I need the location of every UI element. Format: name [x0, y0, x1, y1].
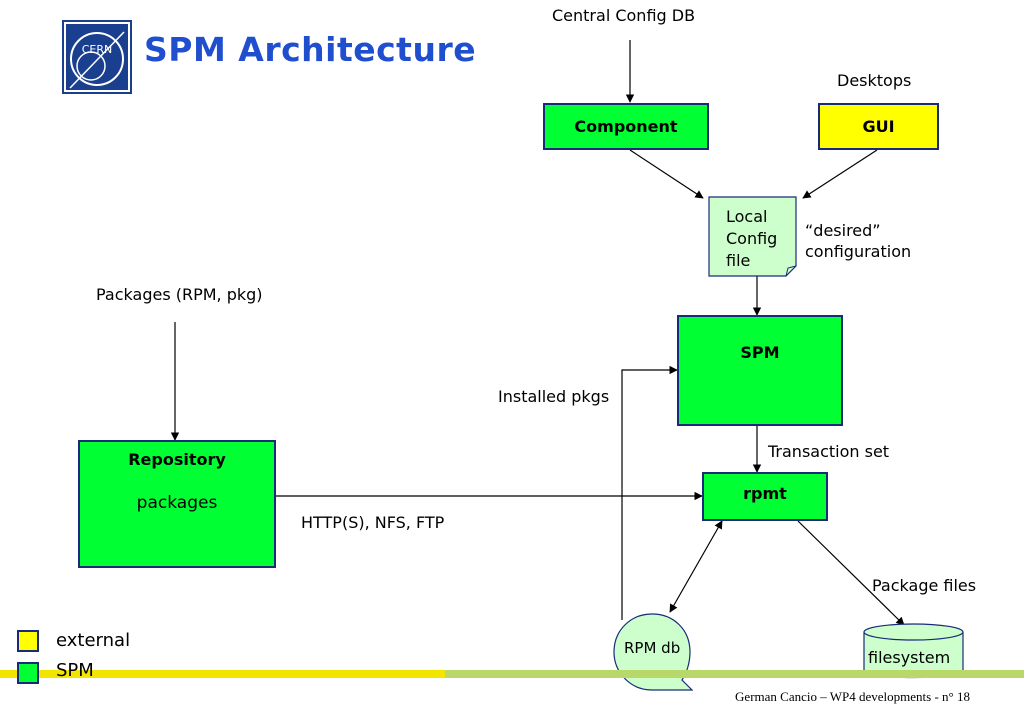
gui-label: GUI — [862, 117, 895, 136]
repository-box: Repository packages — [78, 440, 276, 568]
spm-box: SPM — [677, 315, 843, 426]
rpm-db-label: RPM db — [624, 639, 681, 657]
legend-swatch-external — [17, 630, 39, 652]
repository-sub-label: packages — [136, 493, 218, 513]
legend-label-spm: SPM — [56, 660, 94, 681]
rpmt-box: rpmt — [702, 472, 828, 521]
arrow-rpmt-rpmdb — [669, 520, 723, 613]
gui-box: GUI — [818, 103, 939, 150]
page-title: SPM Architecture — [144, 30, 477, 69]
spm-label: SPM — [740, 343, 780, 362]
desired-line1: “desired” — [805, 221, 881, 240]
footer-bar-yellow — [0, 670, 445, 678]
legend-swatch-spm — [17, 662, 39, 684]
installed-pkgs-label: Installed pkgs — [498, 387, 610, 406]
logo-text: CERN — [82, 43, 113, 56]
filesystem-label: filesystem — [868, 648, 951, 667]
package-files-label: Package files — [872, 576, 977, 595]
rpmt-label: rpmt — [743, 484, 787, 503]
local-config-line3: file — [726, 251, 751, 270]
cern-logo: CERN — [62, 20, 132, 94]
transaction-set-label: Transaction set — [768, 442, 890, 461]
local-config-line1: Local — [726, 207, 768, 226]
desired-line2: configuration — [805, 242, 912, 261]
desktops-label: Desktops — [837, 71, 912, 90]
desired-configuration-label: “desired” configuration — [805, 220, 911, 262]
component-box: Component — [543, 103, 709, 150]
repository-label: Repository — [128, 450, 226, 469]
local-config-line2: Config — [726, 229, 778, 248]
legend-label-external: external — [56, 630, 131, 651]
packages-source-label: Packages (RPM, pkg) — [96, 285, 263, 304]
footer-text: German Cancio – WP4 developments - n° 18 — [735, 689, 970, 704]
component-label: Component — [574, 117, 678, 136]
local-config-note — [708, 196, 797, 277]
footer-bar-green — [445, 670, 1024, 678]
arrow-gui-to-localconfig — [802, 149, 878, 199]
arrow-rpmdb-to-spm — [621, 365, 678, 620]
arrow-rpmt-to-filesystem — [797, 520, 905, 626]
local-config-text: Local Config file — [726, 206, 777, 272]
arrow-component-to-localconfig — [629, 149, 704, 199]
central-config-db-label: Central Config DB — [552, 6, 696, 25]
http-protocols-label: HTTP(S), NFS, FTP — [301, 513, 445, 532]
cern-logo-graphic: CERN — [64, 22, 130, 92]
